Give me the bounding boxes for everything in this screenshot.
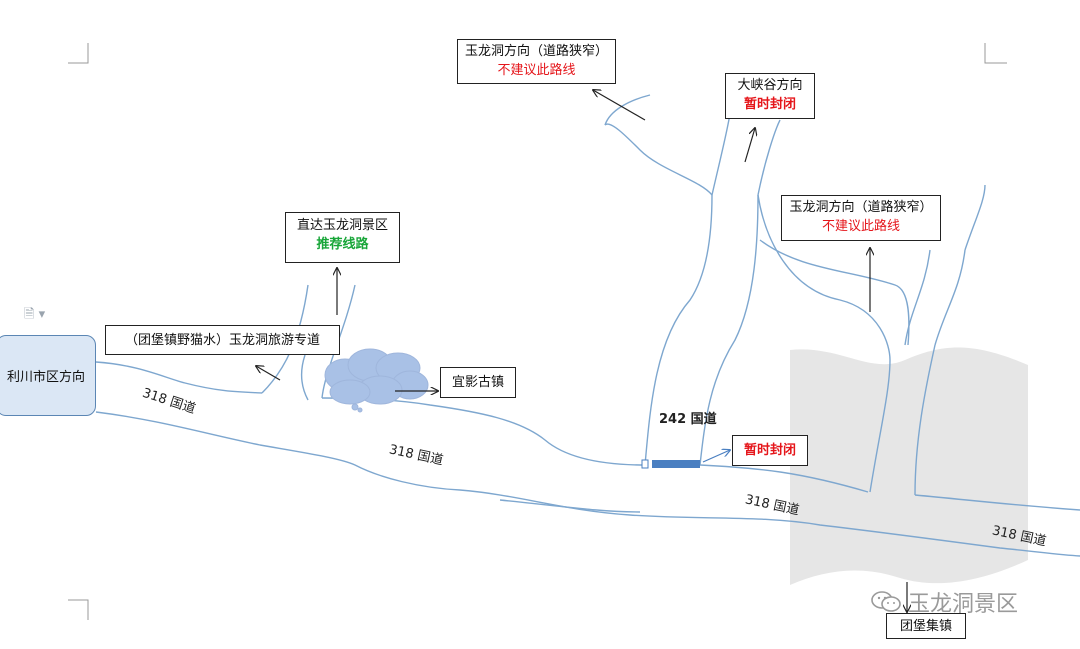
box-direct: 直达玉龙洞景区 推荐线路 <box>285 212 400 263</box>
closed-road-bar <box>652 460 700 468</box>
yiying-line1: 宜影古镇 <box>451 375 504 390</box>
town-highlight-area <box>790 347 1028 585</box>
crop-marks <box>68 43 1007 620</box>
document-icon: 🗎 ▾ <box>24 307 46 322</box>
town-cloud <box>324 348 429 413</box>
direct-line1: 直达玉龙洞景区 <box>296 218 388 233</box>
box-closed-242: 暂时封闭 <box>732 435 808 466</box>
tuanbao-line1: 团堡集镇 <box>899 619 952 634</box>
closed-road-marker <box>641 459 649 469</box>
arrow-yulongdong-top <box>593 90 646 121</box>
box-tuanbao: 团堡集镇 <box>886 613 966 639</box>
yulongdong-right-line2: 不建议此路线 <box>821 219 900 234</box>
arrows <box>256 90 907 612</box>
daxiagu-line1: 大峡谷方向 <box>737 78 803 93</box>
daxiagu-line2: 暂时封闭 <box>743 97 796 112</box>
yulongdong-top-line2: 不建议此路线 <box>497 63 576 78</box>
origin-label: 利川市区方向 <box>6 370 85 385</box>
box-yulongdong-top: 玉龙洞方向（道路狭窄） 不建议此路线 <box>457 39 616 84</box>
closed-242-line1: 暂时封闭 <box>743 443 796 458</box>
arrow-daxiagu <box>744 128 755 163</box>
box-tourist-road: （团堡镇野猫水）玉龙洞旅游专道 <box>105 325 340 355</box>
watermark-text: 玉龙洞景区 <box>908 592 1019 617</box>
road-label-242: 242 国道 <box>659 412 717 427</box>
box-yiying: 宜影古镇 <box>440 367 516 398</box>
box-yulongdong-right: 玉龙洞方向（道路狭窄） 不建议此路线 <box>781 195 941 241</box>
yulongdong-right-line1: 玉龙洞方向（道路狭窄） <box>789 200 933 215</box>
arrow-tourist-road <box>256 366 281 381</box>
tourist-road-line1: （团堡镇野猫水）玉龙洞旅游专道 <box>124 333 320 348</box>
origin-box: 利川市区方向 <box>0 335 96 416</box>
direct-line2: 推荐线路 <box>316 237 369 252</box>
wechat-icon <box>870 590 902 614</box>
watermark: 玉龙洞景区 <box>870 586 1018 618</box>
box-daxiagu: 大峡谷方向 暂时封闭 <box>725 73 815 119</box>
yulongdong-top-line1: 玉龙洞方向（道路狭窄） <box>464 44 608 59</box>
arrow-closed-242 <box>702 450 730 463</box>
